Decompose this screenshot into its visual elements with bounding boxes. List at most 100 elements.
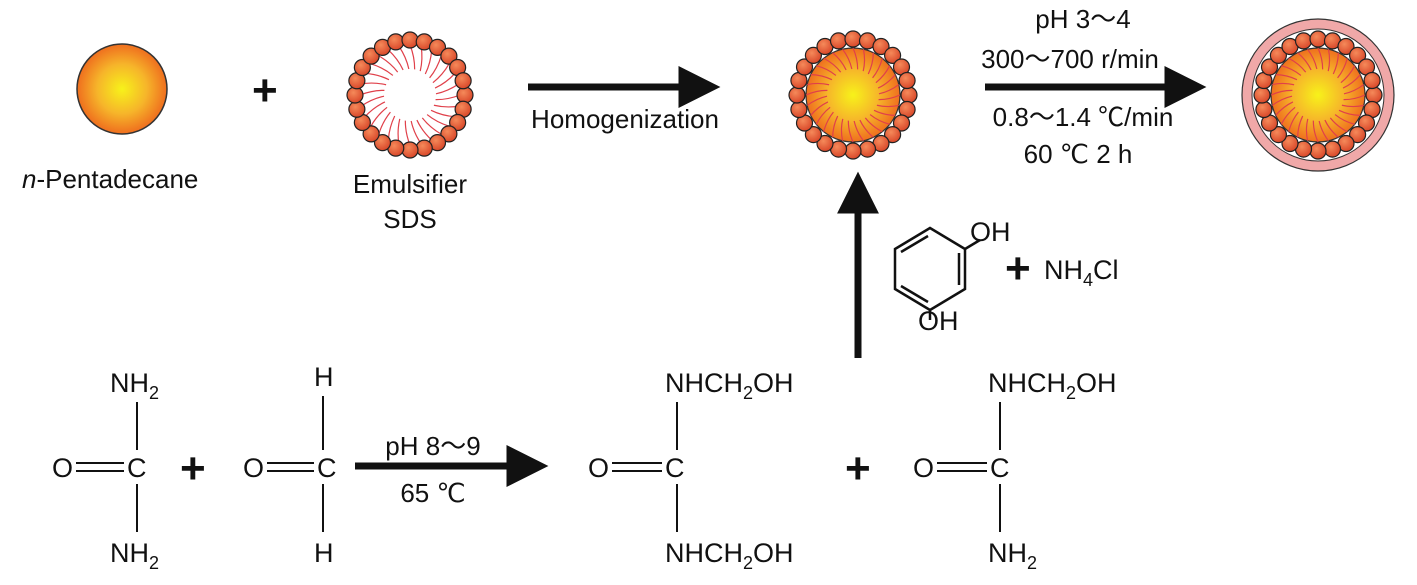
formaldehyde-h-bottom: H: [314, 538, 334, 568]
plus-top: +: [252, 66, 278, 115]
surfactant-head: [449, 113, 467, 132]
surfactant-head: [362, 47, 380, 65]
surfactant-head: [401, 141, 419, 159]
surfactant-tail: [370, 106, 388, 127]
surfactant-tail: [805, 89, 828, 96]
monomethylol-top: NHCH2OH: [988, 368, 1117, 403]
surfactant-head: [844, 142, 862, 160]
surfactant-head: [829, 32, 848, 50]
surfactant-tail: [1312, 120, 1319, 143]
surfactant-head: [1269, 46, 1288, 65]
surfactant-tail: [1341, 104, 1364, 108]
sds-label: SDS: [383, 204, 436, 234]
nh4cl-label: NH4Cl: [1044, 255, 1119, 290]
surfactant-tail: [853, 120, 864, 142]
surfactant-head: [1260, 58, 1279, 76]
surfactant-tail: [859, 119, 874, 138]
surfactant-tail: [816, 65, 837, 76]
surfactant-head: [362, 125, 380, 143]
surfactant-tail: [1288, 57, 1307, 73]
surfactant-tail: [434, 72, 456, 89]
surfactant-tail: [1342, 74, 1361, 89]
reaction-cond-temp: 65 ℃: [400, 478, 465, 508]
surfactant-head: [1357, 114, 1376, 132]
urea-c: C: [127, 453, 147, 483]
emulsion-droplet: [788, 30, 918, 160]
surfactant-head: [348, 100, 366, 118]
surfactant-tail: [1271, 95, 1293, 106]
surfactant-head: [456, 86, 474, 104]
surfactant-head: [844, 30, 862, 48]
urea-nh2-bottom: NH2: [110, 538, 159, 573]
surfactant-head: [1348, 46, 1367, 65]
cond-heating-rate: 0.8～1.4 ℃/min: [993, 102, 1174, 132]
surfactant-tail: [424, 49, 433, 75]
surfactant-tail: [1324, 119, 1339, 138]
surfactant-tail: [430, 109, 456, 118]
surfactant-head: [1269, 125, 1288, 144]
surfactant-tail: [1307, 48, 1318, 70]
surfactant-head: [1337, 37, 1355, 56]
plus-urea-formaldehyde: +: [180, 444, 206, 493]
surfactant-head: [804, 46, 823, 65]
formaldehyde-c: C: [317, 453, 337, 483]
dimethylol-top: NHCH2OH: [665, 368, 794, 403]
surfactant-tail: [364, 72, 390, 81]
surfactant-head: [401, 31, 419, 49]
surfactant-head: [816, 134, 834, 153]
surfactant-tail: [387, 49, 404, 71]
surfactant-tail: [1332, 52, 1339, 75]
dimethylol-c: C: [665, 453, 685, 483]
surfactant-head: [892, 114, 911, 132]
urea-structure: NH2 O C NH2: [52, 368, 159, 573]
surfactant-tail: [832, 52, 847, 71]
surfactant-tail: [872, 58, 883, 79]
surfactant-head: [795, 58, 814, 76]
dimethylol-o: O: [588, 453, 609, 483]
surfactant-tail: [867, 52, 874, 75]
emulsion-core: [805, 47, 901, 143]
surfactant-head: [454, 72, 472, 90]
monomethylol-nh2: NH2: [988, 538, 1037, 573]
surfactant-tail: [840, 118, 844, 141]
surfactant-tail: [404, 120, 411, 146]
surfactant-tail: [852, 47, 859, 70]
surfactant-tail: [364, 101, 386, 118]
pentadecane-droplet: [76, 43, 168, 135]
plus-resorcinol: +: [1005, 244, 1031, 293]
surfactant-head: [1348, 125, 1367, 144]
surfactant-tail: [1275, 101, 1294, 116]
urea-nh2-top: NH2: [110, 368, 159, 403]
emulsifier-micelle: [346, 31, 474, 159]
surfactant-head: [883, 46, 902, 65]
surfactant-head: [1294, 32, 1313, 50]
surfactant-tail: [370, 63, 394, 76]
cond-temp-time: 60 ℃ 2 h: [1024, 139, 1133, 169]
surfactant-head: [1309, 30, 1327, 48]
surfactant-tail: [378, 55, 399, 73]
capsule-core: [1270, 47, 1366, 143]
surfactant-head: [790, 100, 808, 119]
formaldehyde-h-top: H: [314, 362, 334, 392]
monomethylol-c: C: [990, 453, 1010, 483]
surfactant-tail: [1275, 74, 1298, 81]
surfactant-head: [1253, 86, 1271, 104]
surfactant-tail: [1337, 58, 1348, 79]
surfactant-head: [872, 37, 890, 56]
surfactant-head: [900, 86, 918, 104]
monomethylol-o: O: [913, 453, 934, 483]
resorcinol-oh-bottom: OH: [918, 306, 959, 336]
surfactant-tail: [1305, 118, 1309, 141]
surfactant-tail: [810, 74, 833, 81]
surfactant-tail: [1340, 65, 1356, 84]
surfactant-tail: [1318, 120, 1329, 142]
cond-stirring: 300～700 r/min: [981, 44, 1159, 74]
surfactant-tail: [832, 115, 839, 138]
surfactant-tail: [842, 48, 853, 70]
surfactant-tail: [1280, 106, 1296, 125]
surfactant-tail: [1272, 82, 1295, 86]
surfactant-tail: [1281, 65, 1302, 76]
surfactant-tail: [878, 94, 901, 101]
